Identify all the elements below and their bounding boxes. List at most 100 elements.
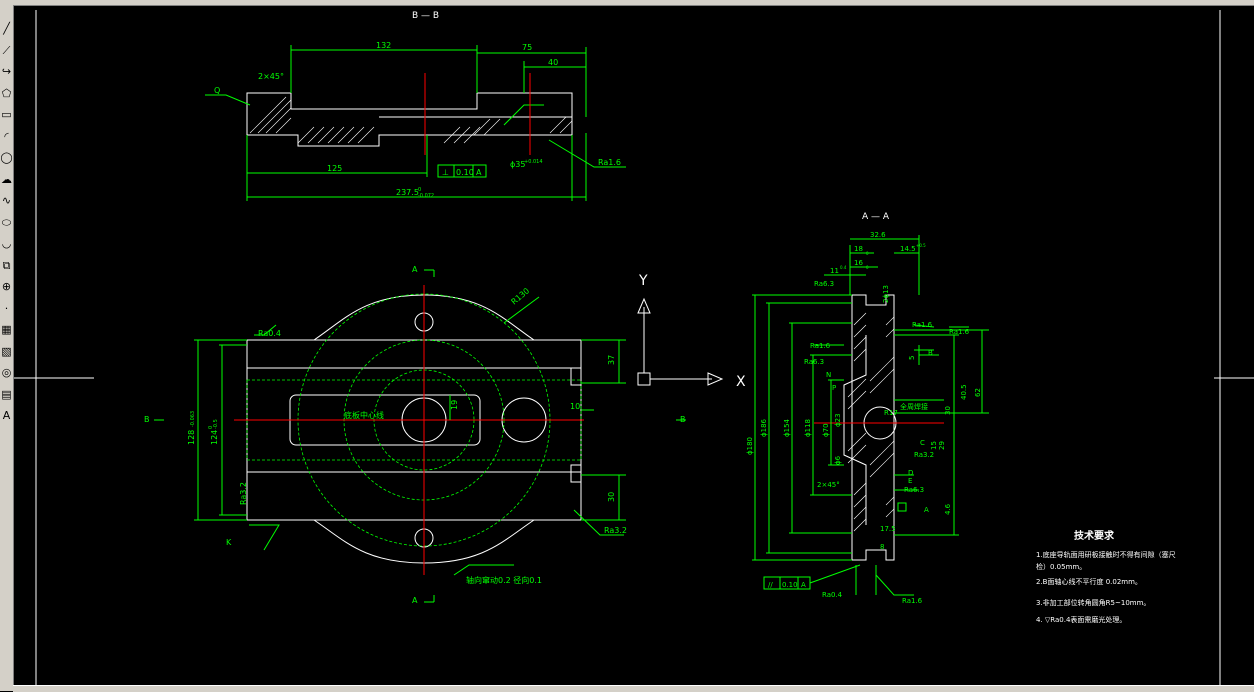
- line-tool-icon[interactable]: ╱: [3, 22, 10, 35]
- gradient-icon[interactable]: ▧: [1, 344, 12, 358]
- r17-label: R17: [884, 409, 898, 417]
- polyline-icon[interactable]: ↪: [1, 65, 12, 78]
- point-icon[interactable]: ·: [4, 301, 9, 315]
- dim-32-6: 32.6: [870, 231, 886, 239]
- polygon-icon[interactable]: ⬠: [1, 86, 12, 100]
- tech-req-line-1b: 检）0.05mm。: [1036, 562, 1086, 571]
- bore-dimension: ϕ35: [510, 160, 525, 169]
- dim-124: 124: [210, 430, 219, 445]
- label-c-label: C: [920, 439, 925, 447]
- rough-16a-label: Ra1.6: [912, 321, 933, 329]
- ucs-axis-icon: [637, 297, 724, 386]
- d154-label: ϕ154: [783, 418, 791, 437]
- roughness-ra1-6: Ra1.6: [598, 158, 621, 167]
- tol-datum2-label: A: [801, 581, 806, 589]
- dim-124-tol2-label: -0.5: [213, 419, 219, 429]
- rough-32-label: Ra3.2: [914, 451, 934, 459]
- d11-label: 11: [830, 267, 839, 275]
- ellipse-arc-icon[interactable]: ◡: [1, 237, 12, 250]
- dim-10: 10: [570, 402, 580, 411]
- hatch-icon[interactable]: ▦: [1, 323, 12, 336]
- dim-2375-tol2-label: -0.072: [418, 193, 434, 199]
- rough-16c-label: Ra1.6: [810, 342, 831, 350]
- dim-132: 132: [376, 41, 391, 50]
- d8-label: 8: [880, 543, 884, 551]
- d18-tol-label: 0: [866, 251, 869, 256]
- rectangle-icon[interactable]: ▭: [1, 108, 12, 121]
- rough-16d-label: Ra1.6: [902, 597, 923, 605]
- d118-label: ϕ118: [804, 419, 812, 437]
- tolerance-value: 0.10: [456, 168, 474, 177]
- d186-label: ϕ186: [760, 418, 768, 437]
- dim-125: 125: [327, 164, 342, 173]
- roughness-left: Ra3.2: [239, 482, 248, 505]
- d11-tol-label: 0.4: [840, 265, 847, 270]
- construction-line-icon[interactable]: ⟋: [2, 43, 11, 57]
- d14-5-tol-label: +0.5: [916, 243, 926, 248]
- multiline-text-icon[interactable]: A: [2, 409, 11, 422]
- tolerance-datum: A: [476, 168, 482, 177]
- section-aa-label: A — A: [862, 212, 890, 222]
- technical-requirements: 技术要求 1.底座导轨面用研板接触时不得有间隙（塞尺 检）0.05mm。 2.B…: [1036, 529, 1176, 624]
- d-bottom-label: 4.6: [944, 503, 952, 515]
- rough-63c-label: Ra6.3: [904, 486, 924, 494]
- chamfer-label: 2×45°: [258, 72, 284, 81]
- bore-tol-label: +0.014: [524, 159, 543, 165]
- perpendicularity-symbol: ⊥: [442, 168, 449, 177]
- drawing-canvas[interactable]: B — B: [14, 5, 1254, 685]
- arc-icon[interactable]: ◜: [4, 129, 9, 143]
- dim-75: 75: [522, 43, 532, 52]
- tech-req-line-2: 2.B面轴心线不平行度 0.02mm。: [1036, 577, 1142, 586]
- d5-label: 5: [908, 356, 916, 360]
- insert-block-icon[interactable]: ⧉: [2, 258, 11, 272]
- tol-symbol2-label: //: [768, 581, 773, 589]
- ellipse-icon[interactable]: ⬭: [1, 215, 12, 229]
- d70-label: ϕ70: [822, 423, 830, 437]
- draw-toolbar: ╱ ⟋ ↪ ⬠ ▭ ◜ ◯ ☁ ∿ ⬭ ◡ ⧉ ⊕ · ▦ ▧ ◎ ▤ A: [0, 5, 14, 691]
- cut-a-bottom: A: [412, 596, 418, 605]
- tech-req-line-3: 3.非加工部位转角圆角R5~10mm。: [1036, 598, 1150, 607]
- label-d-label: D: [908, 469, 913, 477]
- axis-x-label: X: [736, 374, 746, 390]
- front-view: A A B B R130 37 10 19 30 128 -0.063 124 …: [144, 265, 686, 605]
- status-bar: [13, 685, 1254, 692]
- tech-req-line-4: 4. ▽Ra0.4表面需磨光处理。: [1036, 615, 1126, 624]
- d16-label: 16: [854, 259, 863, 267]
- drawing-frame: [14, 10, 1254, 685]
- dim-19: 19: [450, 400, 459, 410]
- region-icon[interactable]: ◎: [1, 366, 12, 379]
- revision-cloud-icon[interactable]: ☁: [1, 172, 12, 186]
- table-icon[interactable]: ▤: [1, 387, 12, 401]
- d29-label: 29: [938, 441, 946, 450]
- rough-16b-label: Ra1.6: [949, 328, 970, 336]
- d17-5-label: 17.5: [880, 525, 896, 533]
- d30-label: 30: [944, 406, 952, 415]
- d6-label: ϕ6: [834, 455, 842, 465]
- spline-icon[interactable]: ∿: [1, 194, 12, 207]
- label-e-label: E: [908, 477, 912, 485]
- tech-req-line-1a: 1.底座导轨面用研板接触时不得有间隙（塞尺: [1036, 550, 1176, 559]
- d18-label: 18: [854, 245, 863, 253]
- cut-b-right: B: [680, 415, 686, 424]
- roughness-right: Ra3.2: [604, 526, 627, 535]
- label-p-label: P: [832, 384, 836, 392]
- r130: R130: [510, 286, 532, 306]
- label-n-label: N: [826, 371, 831, 379]
- make-block-icon[interactable]: ⊕: [1, 280, 12, 293]
- d180-label: ϕ180: [746, 437, 754, 455]
- dim-124-tol-label: 0: [208, 426, 214, 429]
- dim-2375-tol-label: 0: [418, 187, 421, 193]
- circle-icon[interactable]: ◯: [0, 151, 13, 164]
- weld-label: 全周焊接: [900, 402, 928, 411]
- dim-37: 37: [607, 355, 616, 365]
- chamfer2-label: 2×45°: [817, 481, 840, 489]
- top-view-section-bb: B — B: [205, 11, 626, 201]
- rough-04-label: Ra0.4: [822, 591, 843, 599]
- d62-label: 62: [974, 388, 982, 397]
- d14-5-label: 14.5: [900, 245, 916, 253]
- roughness-ra0-4: Ra0.4: [258, 329, 281, 338]
- label-a-label: A: [924, 506, 929, 514]
- dim-40: 40: [548, 58, 558, 67]
- window-top-strip: [0, 0, 1254, 6]
- dim-30: 30: [607, 492, 616, 502]
